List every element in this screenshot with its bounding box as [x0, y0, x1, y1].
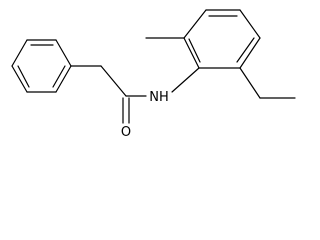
- aryl-inner-double-bond-2: [236, 37, 255, 63]
- phenyl-bond-3: [55, 65, 72, 93]
- phenyl-bond-5: [11, 65, 28, 93]
- phenyl-bond-6: [11, 39, 28, 67]
- ch2-carbonyl-bond: [100, 65, 127, 97]
- aryl-bond-1: [183, 37, 200, 69]
- phenyl-inner-double-bond-3: [17, 65, 30, 88]
- oxygen-atom-label: O: [121, 125, 131, 140]
- chemical-structure-diagram: O NH: [11, 9, 296, 140]
- ethyl-bond-1: [239, 67, 261, 99]
- carbonyl-double-bond: [122, 97, 130, 124]
- aryl-bond-2: [183, 9, 207, 39]
- aryl-bond-5: [239, 37, 261, 69]
- phenyl-bond-2: [55, 39, 72, 67]
- nitrogen-ring-bond: [171, 67, 200, 93]
- substituted-benzene-ring: [183, 9, 261, 69]
- aryl-bond-4: [239, 9, 261, 39]
- nitrogen-atom-label: NH: [149, 90, 169, 105]
- phenyl-ring: [11, 39, 72, 93]
- phenyl-inner-double-bond-2: [52, 65, 66, 88]
- ethyl-group: [239, 67, 296, 99]
- aryl-inner-double-bond-3: [188, 38, 201, 63]
